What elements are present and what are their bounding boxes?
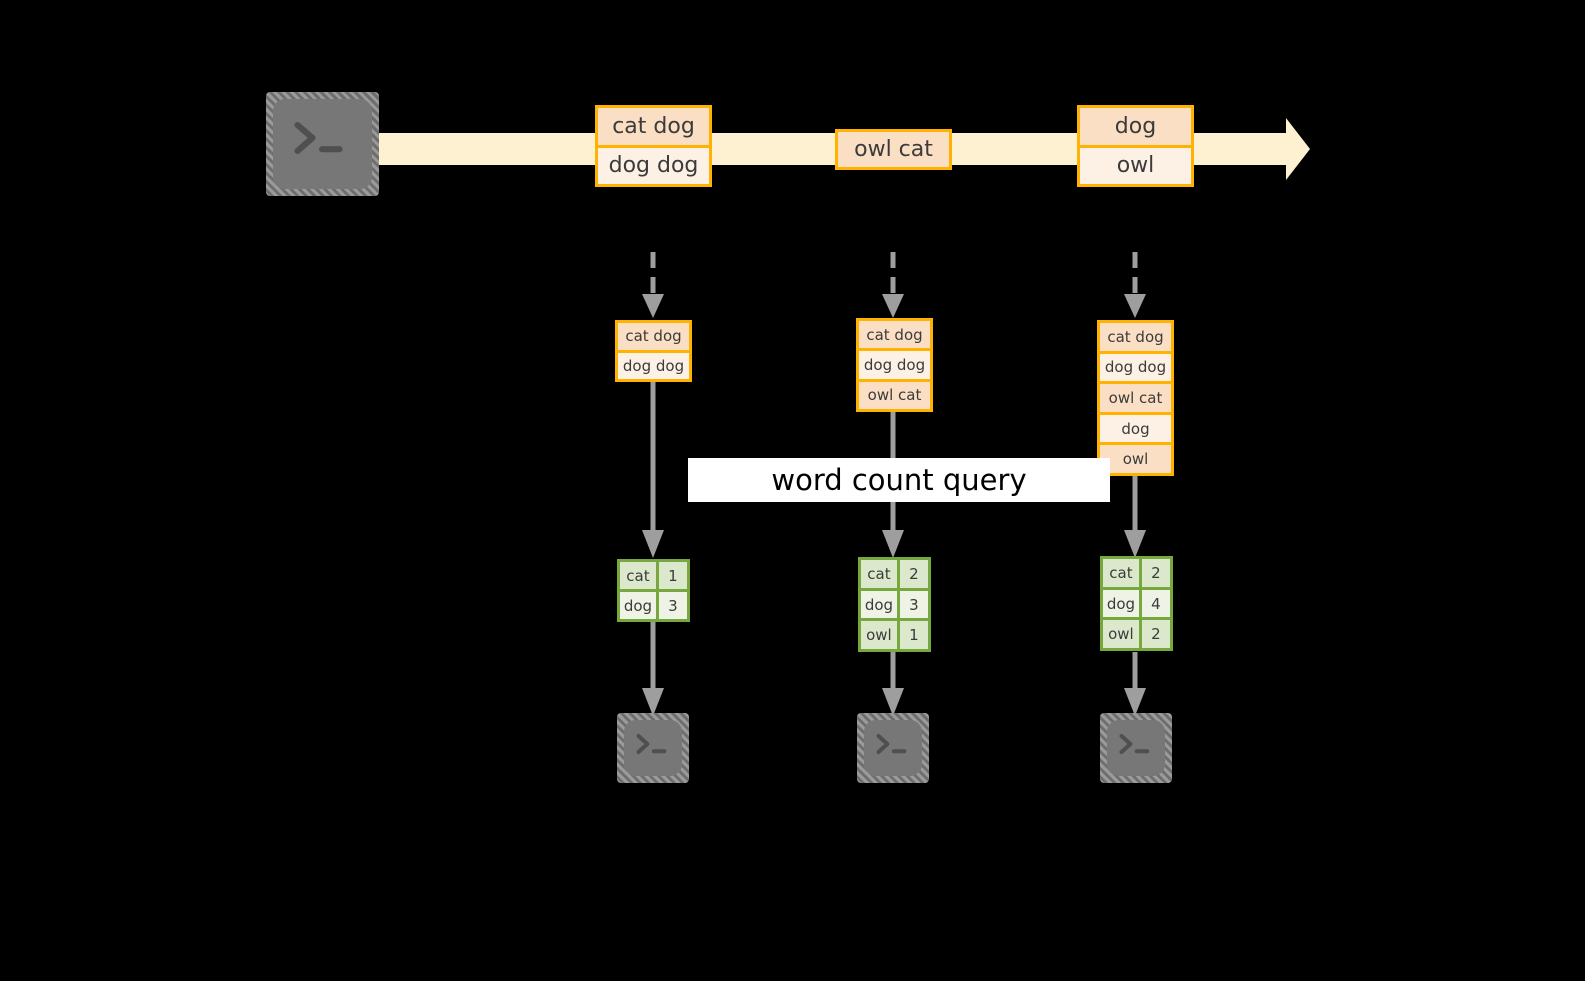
result-count: 2 <box>899 560 928 588</box>
result-count: 2 <box>1141 620 1170 649</box>
result-table-3: cat 2 dog 4 owl 2 <box>1100 556 1173 651</box>
snapshot-row: owl cat <box>1100 381 1171 412</box>
snapshot-row: dog dog <box>618 349 689 379</box>
result-word: cat <box>620 562 659 589</box>
result-word: dog <box>1103 589 1142 618</box>
table-row: dog 3 <box>620 589 687 619</box>
table-row: cat 1 <box>620 562 687 589</box>
result-word: dog <box>620 592 659 619</box>
stream-source-terminal-icon <box>266 92 379 196</box>
result-word: owl <box>1103 620 1142 649</box>
stream-event-row: owl <box>1080 144 1191 184</box>
stream-event-row: dog dog <box>598 144 709 184</box>
snapshot-row: cat dog <box>859 321 930 349</box>
snapshot-row: owl cat <box>859 378 930 409</box>
result-word: cat <box>1103 559 1142 587</box>
stream-event-row: owl cat <box>838 132 949 167</box>
connector-input-to-result-3 <box>1122 475 1148 560</box>
result-count: 2 <box>1141 559 1170 587</box>
connector-result-to-sink-1 <box>640 622 666 718</box>
result-count: 4 <box>1141 589 1170 618</box>
stream-event-box-1: cat dog dog dog <box>595 105 712 187</box>
stream-event-row: dog <box>1080 108 1191 145</box>
snapshot-box-2: cat dog dog dog owl cat <box>856 318 933 412</box>
table-row: dog 4 <box>1103 586 1170 618</box>
stream-event-box-3: dog owl <box>1077 105 1194 187</box>
snapshot-row: cat dog <box>1100 323 1171 351</box>
stream-event-box-2: owl cat <box>835 129 952 170</box>
terminal-prompt-glyph <box>1119 734 1150 754</box>
terminal-prompt-glyph <box>636 734 667 754</box>
table-row: dog 3 <box>861 587 928 619</box>
sink-terminal-icon-2 <box>857 713 929 783</box>
connector-result-to-sink-3 <box>1122 652 1148 718</box>
snapshot-row: dog dog <box>859 348 930 379</box>
snapshot-row: dog <box>1100 411 1171 443</box>
snapshot-box-3: cat dog dog dog owl cat dog owl <box>1097 320 1174 476</box>
snapshot-row: owl <box>1100 442 1171 473</box>
query-label: word count query <box>688 458 1110 502</box>
result-table-2: cat 2 dog 3 owl 1 <box>858 557 931 652</box>
table-row: cat 2 <box>861 560 928 588</box>
terminal-prompt-glyph <box>876 734 907 754</box>
dashed-connector-2 <box>880 252 906 320</box>
connector-result-to-sink-2 <box>880 652 906 718</box>
sink-terminal-icon-1 <box>617 713 689 783</box>
connector-input-to-result-1 <box>640 382 666 560</box>
table-row: owl 2 <box>1103 617 1170 649</box>
dashed-connector-3 <box>1122 252 1148 320</box>
snapshot-row: cat dog <box>618 323 689 350</box>
snapshot-box-1: cat dog dog dog <box>615 320 692 382</box>
stream-arrow-head <box>1258 118 1310 180</box>
result-count: 3 <box>658 592 687 619</box>
table-row: cat 2 <box>1103 559 1170 587</box>
result-table-1: cat 1 dog 3 <box>617 559 690 622</box>
result-word: dog <box>861 590 900 619</box>
result-count: 1 <box>899 621 928 650</box>
result-count: 1 <box>658 562 687 589</box>
snapshot-row: dog dog <box>1100 350 1171 382</box>
result-word: cat <box>861 560 900 588</box>
sink-terminal-icon-3 <box>1100 713 1172 783</box>
result-word: owl <box>861 621 900 650</box>
table-row: owl 1 <box>861 618 928 650</box>
stream-event-row: cat dog <box>598 108 709 145</box>
terminal-prompt-glyph <box>294 121 343 154</box>
result-count: 3 <box>899 590 928 619</box>
dashed-connector-1 <box>640 252 666 320</box>
